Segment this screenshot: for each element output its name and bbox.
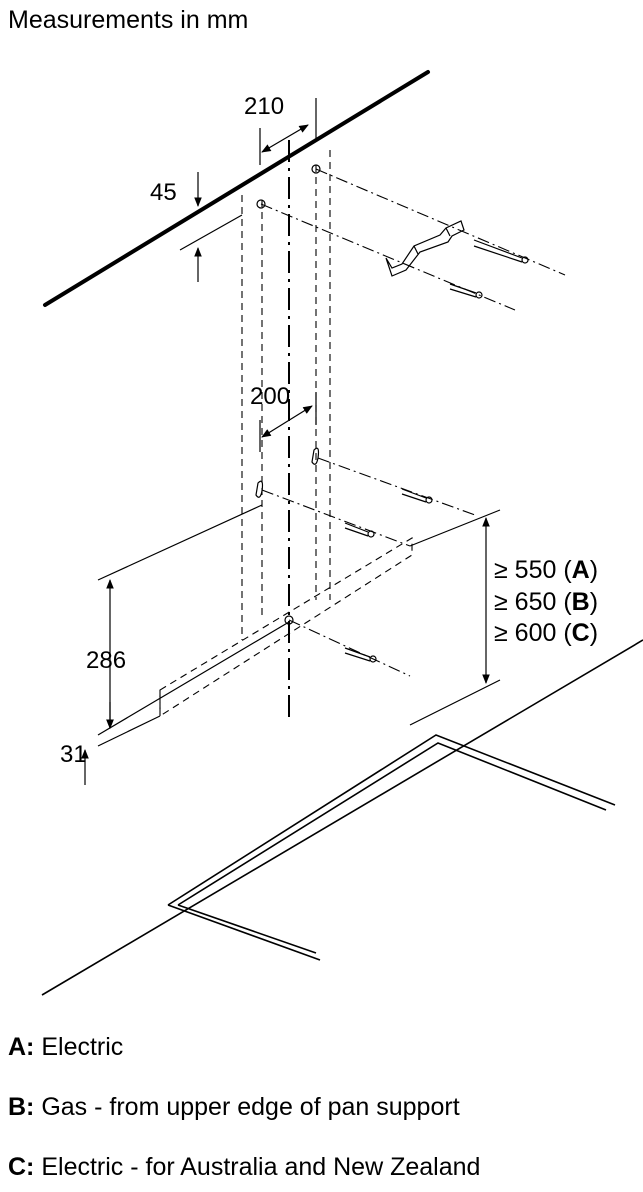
legend-b: B: Gas - from upper edge of pan support [8, 1093, 460, 1121]
dim-210-line [261, 124, 309, 153]
dim-45-ext [179, 214, 243, 251]
mid-proj-2 [261, 489, 411, 547]
dim-286: 286 [86, 647, 126, 674]
clearance-ext-bottom [409, 679, 501, 726]
mounting-bracket [385, 220, 465, 277]
lower-hole [284, 615, 294, 625]
dim-31-ext [97, 715, 161, 747]
clearance-a: ≥ 550 (A) [494, 556, 598, 584]
dim-200-line [261, 405, 313, 438]
clearance-b: ≥ 650 (B) [494, 588, 598, 616]
lower-proj [288, 619, 411, 677]
top-hole-right [311, 164, 321, 174]
lower-screw [344, 647, 377, 663]
clearance-c: ≥ 600 (C) [494, 619, 598, 647]
legend-c: C: Electric - for Australia and New Zeal… [8, 1153, 481, 1181]
dim-45: 45 [150, 179, 177, 206]
mid-proj-1 [317, 457, 476, 516]
dim-286-ext-bottom [97, 621, 290, 736]
ceiling-line [43, 70, 430, 307]
hood-outline [159, 537, 413, 718]
top-screw-1 [473, 239, 529, 264]
legend-a: A: Electric [8, 1033, 124, 1061]
mid-screw-1 [401, 488, 433, 504]
top-screw-2 [449, 283, 483, 299]
mid-hook-left [255, 480, 264, 498]
dim-210: 210 [244, 93, 284, 120]
dim-31: 31 [60, 741, 87, 768]
page-title: Measurements in mm [8, 6, 249, 34]
mid-screw-2 [344, 522, 375, 538]
clearance-ext-top [409, 509, 501, 547]
top-proj-2 [260, 203, 516, 311]
mid-hook-right [311, 447, 320, 465]
worktop-line [41, 639, 643, 996]
dim-286-ext-top [97, 504, 263, 581]
top-hole-left [256, 199, 266, 209]
hob [167, 734, 616, 961]
dim-200: 200 [250, 383, 290, 410]
